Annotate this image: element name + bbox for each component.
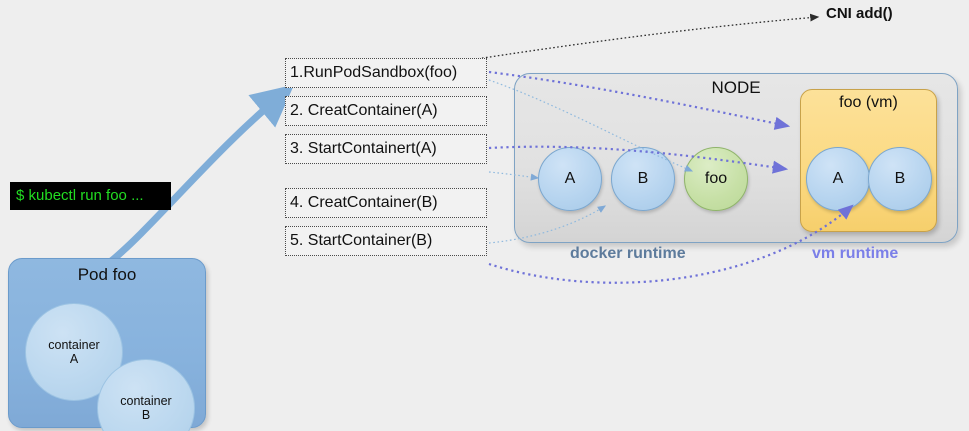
- docker-circle-foo: foo: [684, 147, 748, 211]
- connector-pod-to-steps: [106, 84, 295, 266]
- pod-container-a-line1: container: [48, 337, 100, 352]
- cni-add-label: CNI add(): [826, 5, 893, 22]
- pod-container-b-line1: container: [120, 393, 172, 408]
- step-box-1[interactable]: 1.RunPodSandbox(foo): [285, 58, 487, 88]
- docker-circle-b: B: [611, 147, 675, 211]
- pod-box: Pod foo container A container B: [8, 258, 206, 431]
- terminal-command: $ kubectl run foo ...: [10, 182, 171, 210]
- vm-runtime-label: vm runtime: [812, 245, 899, 262]
- vm-circle-a: A: [806, 147, 870, 211]
- docker-circle-a: A: [538, 147, 602, 211]
- pod-title: Pod foo: [77, 265, 137, 284]
- connector-step1-to-cni: [469, 13, 820, 61]
- pod-container-a-line2: A: [69, 352, 79, 366]
- pod-container-b: container B: [97, 359, 195, 431]
- step-box-3[interactable]: 3. StartContainert(A): [285, 134, 487, 164]
- pod-container-b-line2: B: [141, 408, 151, 422]
- vm-circle-b: B: [868, 147, 932, 211]
- step-box-4[interactable]: 4. CreatContainer(B): [285, 188, 487, 218]
- step-box-2[interactable]: 2. CreatContainer(A): [285, 96, 487, 126]
- step-box-5[interactable]: 5. StartContainer(B): [285, 226, 487, 256]
- vm-box-title: foo (vm): [839, 94, 898, 111]
- docker-runtime-label: docker runtime: [570, 245, 686, 262]
